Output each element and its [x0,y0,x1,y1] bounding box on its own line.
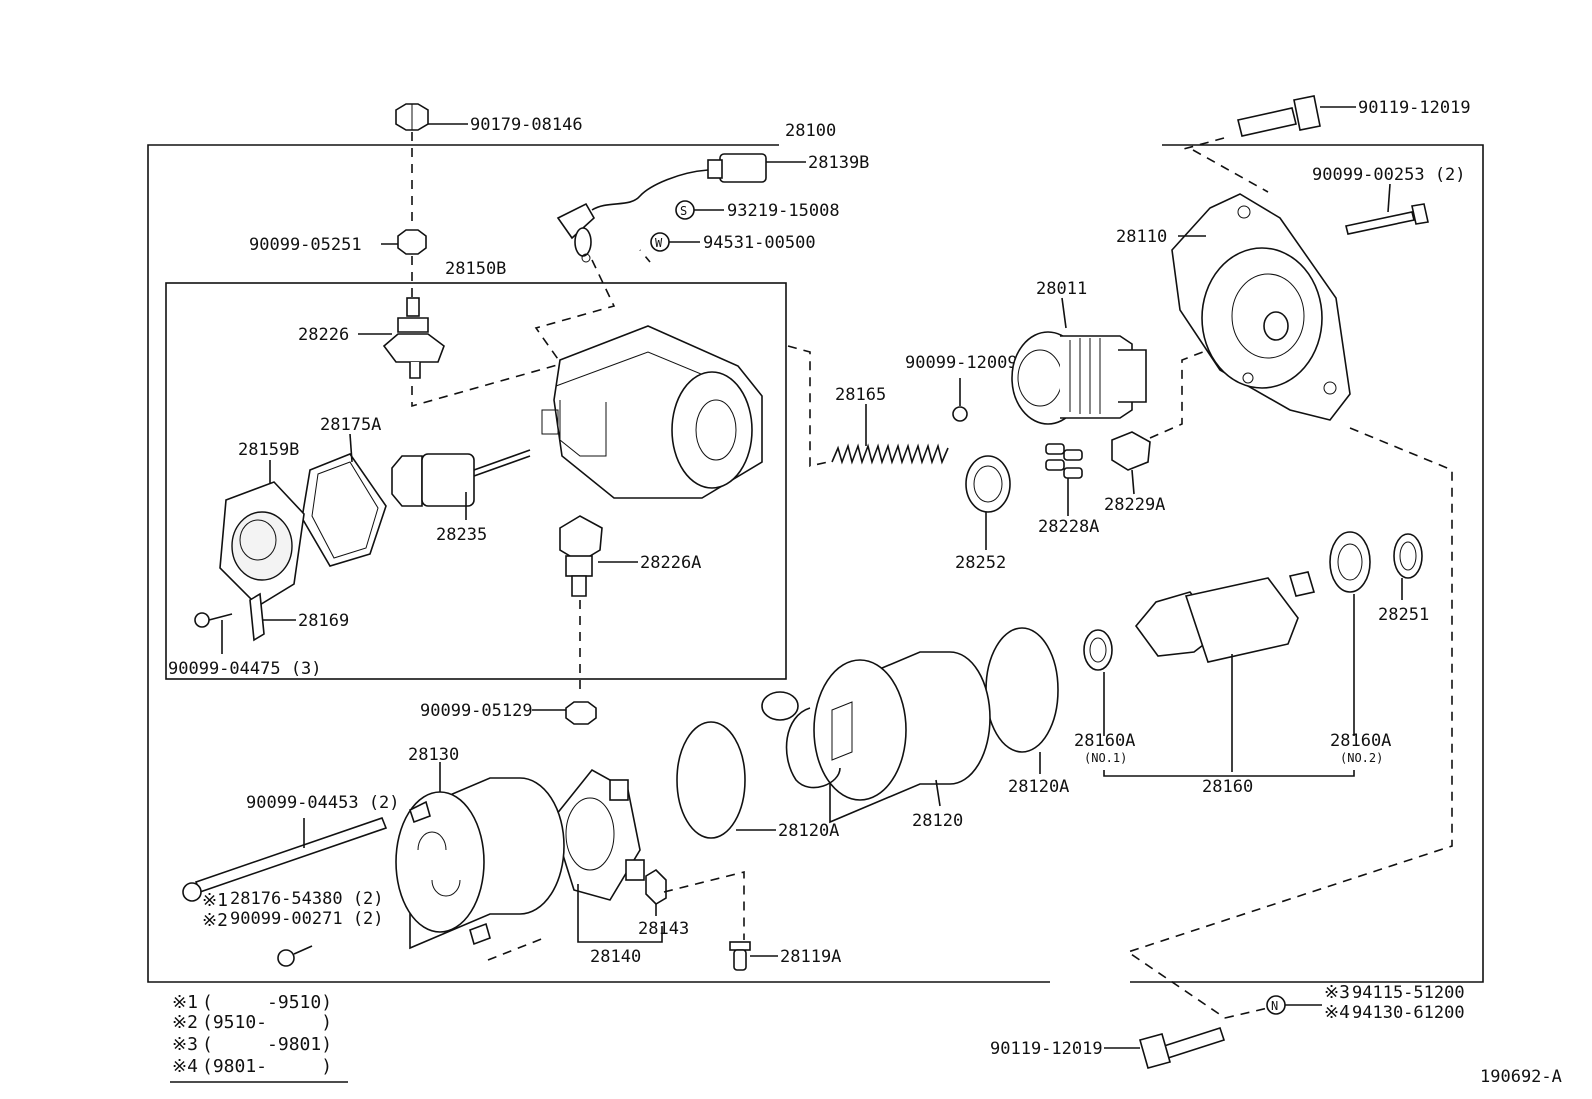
spring-28165 [831,443,949,465]
assembly-boundary [1130,144,1484,983]
label-28011: 28011 [1036,279,1087,299]
legend-range-3: ( -9801) [202,1034,332,1055]
terminal-28226 [382,297,445,379]
mark-s2: ※2 [202,910,228,931]
legend: ※1 ( -9510) ※2 (9510- ) ※3 ( -9801) ※4 (… [170,992,348,1083]
label-28120A-left: 28120A [778,821,839,841]
lead-wire-28139B [556,153,767,263]
clip-28169 [249,592,265,642]
label-90119-12019-bottom: 90119-12019 [990,1039,1103,1059]
mark-s1: ※1 [202,890,228,911]
end-frame-28130 [395,777,565,950]
label-90099-12009: 90099-12009 [905,353,1018,373]
bearing-28160A-no1 [1083,629,1113,671]
label-90119-12019-top: 90119-12019 [1358,98,1471,118]
label-94115-51200: 94115-51200 [1352,983,1465,1003]
nut-90099-05251 [397,229,427,255]
label-28100: 28100 [785,121,836,141]
label-28150B: 28150B [445,259,506,279]
solenoid-subassembly-box [165,282,787,680]
legend-range-2: (9510- ) [202,1012,332,1033]
svg-text:W: W [655,236,663,250]
plunger-28235 [391,449,531,507]
label-28139B: 28139B [808,153,869,173]
label-28143: 28143 [638,919,689,939]
label-28110: 28110 [1116,227,1167,247]
screw-90099-00271 [277,945,313,967]
label-28140: 28140 [590,947,641,967]
label-28229A: 28229A [1104,495,1165,515]
label-94531-00500: 94531-00500 [703,233,816,253]
bolt-90119-12019-bottom [1139,1026,1226,1069]
label-90099-05129: 90099-05129 [420,701,533,721]
label-90099-04475: 90099-04475 (3) [168,659,322,679]
mark-s3: ※3 [1324,982,1350,1003]
housing-28110 [1171,193,1351,421]
o-ring-28120A-right [985,627,1059,753]
label-90099-00271: 90099-00271 (2) [230,909,384,929]
through-bolt-90099-04453 [182,816,388,902]
solenoid-housing [541,325,763,499]
svg-text:S: S [680,204,687,218]
gasket-28175A [301,453,387,567]
bolt-90099-00253 [1345,203,1429,235]
label-28176-54380: 28176-54380 (2) [230,889,384,909]
contact-28226A [559,515,603,597]
label-28160: 28160 [1202,777,1253,797]
label-28160A-no2-sub: (NO.2) [1340,751,1383,765]
clip-28143 [645,868,667,906]
nut-90179-08146 [395,103,429,131]
label-28252: 28252 [955,553,1006,573]
svg-text:N: N [1271,999,1278,1013]
mark-s4: ※4 [1324,1002,1350,1023]
ball-90099-12009 [952,406,968,422]
label-28120A-right: 28120A [1008,777,1069,797]
legend-mark-2: ※2 [172,1012,198,1033]
label-28160A-no2: 28160A [1330,731,1391,751]
label-28228A: 28228A [1038,517,1099,537]
legend-range-1: ( -9510) [202,992,332,1013]
label-93219-15008: 93219-15008 [727,201,840,221]
legend-mark-3: ※3 [172,1034,198,1055]
retainer-28229A [1111,431,1151,471]
label-28175A: 28175A [320,415,381,435]
legend-mark-4: ※4 [172,1056,198,1077]
label-28130: 28130 [408,745,459,765]
label-28160A-no1: 28160A [1074,731,1135,751]
label-28120: 28120 [912,811,963,831]
yoke-28120 [761,651,991,824]
diagram-id: 190692-A [1480,1067,1562,1087]
label-28251: 28251 [1378,605,1429,625]
legend-mark-1: ※1 [172,992,198,1013]
label-28226A: 28226A [640,553,701,573]
label-28226: 28226 [298,325,349,345]
insulator-28119A [729,941,751,971]
armature-28160 [1134,571,1316,663]
bolt-90119-12019-top [1237,95,1321,137]
label-90179-08146: 90179-08146 [470,115,583,135]
label-28159B: 28159B [238,440,299,460]
rollers-28228A [1045,443,1083,479]
legend-range-4: (9801- ) [202,1056,332,1077]
label-90099-04453: 90099-04453 (2) [246,793,400,813]
label-28165: 28165 [835,385,886,405]
bearing-28251 [1393,533,1423,579]
cover-28159B [219,481,305,608]
idler-gear-28252 [965,455,1011,513]
label-28119A: 28119A [780,947,841,967]
label-28160A-no1-sub: (NO.1) [1084,751,1127,765]
label-90099-00253: 90099-00253 (2) [1312,165,1466,185]
label-28235: 28235 [436,525,487,545]
label-94130-61200: 94130-61200 [1352,1003,1465,1023]
brush-holder-28140 [551,768,645,901]
screw-90099-04475 [194,612,233,628]
label-90099-05251: 90099-05251 [249,235,362,255]
clutch-28011 [1011,331,1147,425]
bearing-28160A-no2 [1329,531,1371,593]
nut-90099-05129 [565,701,597,725]
o-ring-28120A-left [676,721,746,839]
label-28169: 28169 [298,611,349,631]
